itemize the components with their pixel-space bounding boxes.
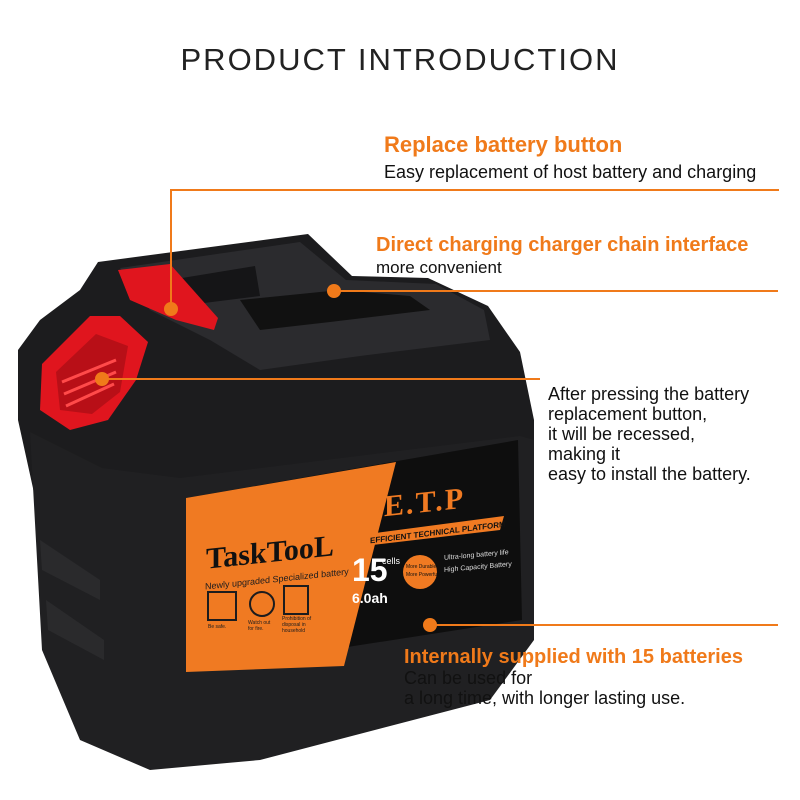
callout-replace-desc: Easy replacement of host battery and cha… <box>384 162 757 182</box>
cells-number: 15 <box>352 552 388 588</box>
callout-cells-dot <box>423 618 437 632</box>
cells-unit: cells <box>382 556 401 566</box>
callout-button-desc-1: After pressing the battery <box>548 384 750 404</box>
icon1-caption: Be safe. <box>208 624 227 630</box>
badge-line2: More Powerful <box>406 572 439 578</box>
callout-cells-desc-1: Can be used for <box>404 668 533 688</box>
callout-charging-dot <box>327 284 341 298</box>
icon2-caption: Watch out for fire. <box>248 620 271 632</box>
icon3-caption: Prohibition of disposal in household <box>282 616 312 634</box>
callout-replace-heading: Replace battery button <box>384 132 623 157</box>
callout-charging-heading: Direct charging charger chain interface <box>376 234 749 256</box>
callout-cells-line <box>430 624 778 626</box>
callout-button-desc-4: making it <box>548 444 621 464</box>
capacity-text: 6.0ah <box>352 590 388 606</box>
callout-button-desc-5: easy to install the battery. <box>548 464 751 484</box>
callout-cells-heading: Internally supplied with 15 batteries <box>404 646 743 668</box>
callout-replace-line-h <box>171 189 779 191</box>
callout-replace-dot <box>164 302 178 316</box>
callout-charging-desc: more convenient <box>376 258 502 277</box>
callout-button-desc-3: it will be recessed, <box>548 424 696 444</box>
callout-button-line <box>100 378 540 380</box>
badge-line1: More Durable <box>406 564 437 570</box>
callout-replace-line-v <box>170 189 172 307</box>
callout-cells-desc-2: a long time, with longer lasting use. <box>404 688 686 708</box>
callout-button-desc-2: replacement button, <box>548 404 708 424</box>
callout-button-dot <box>95 372 109 386</box>
page-title: PRODUCT INTRODUCTION <box>180 42 620 77</box>
callout-charging-line <box>334 290 778 292</box>
